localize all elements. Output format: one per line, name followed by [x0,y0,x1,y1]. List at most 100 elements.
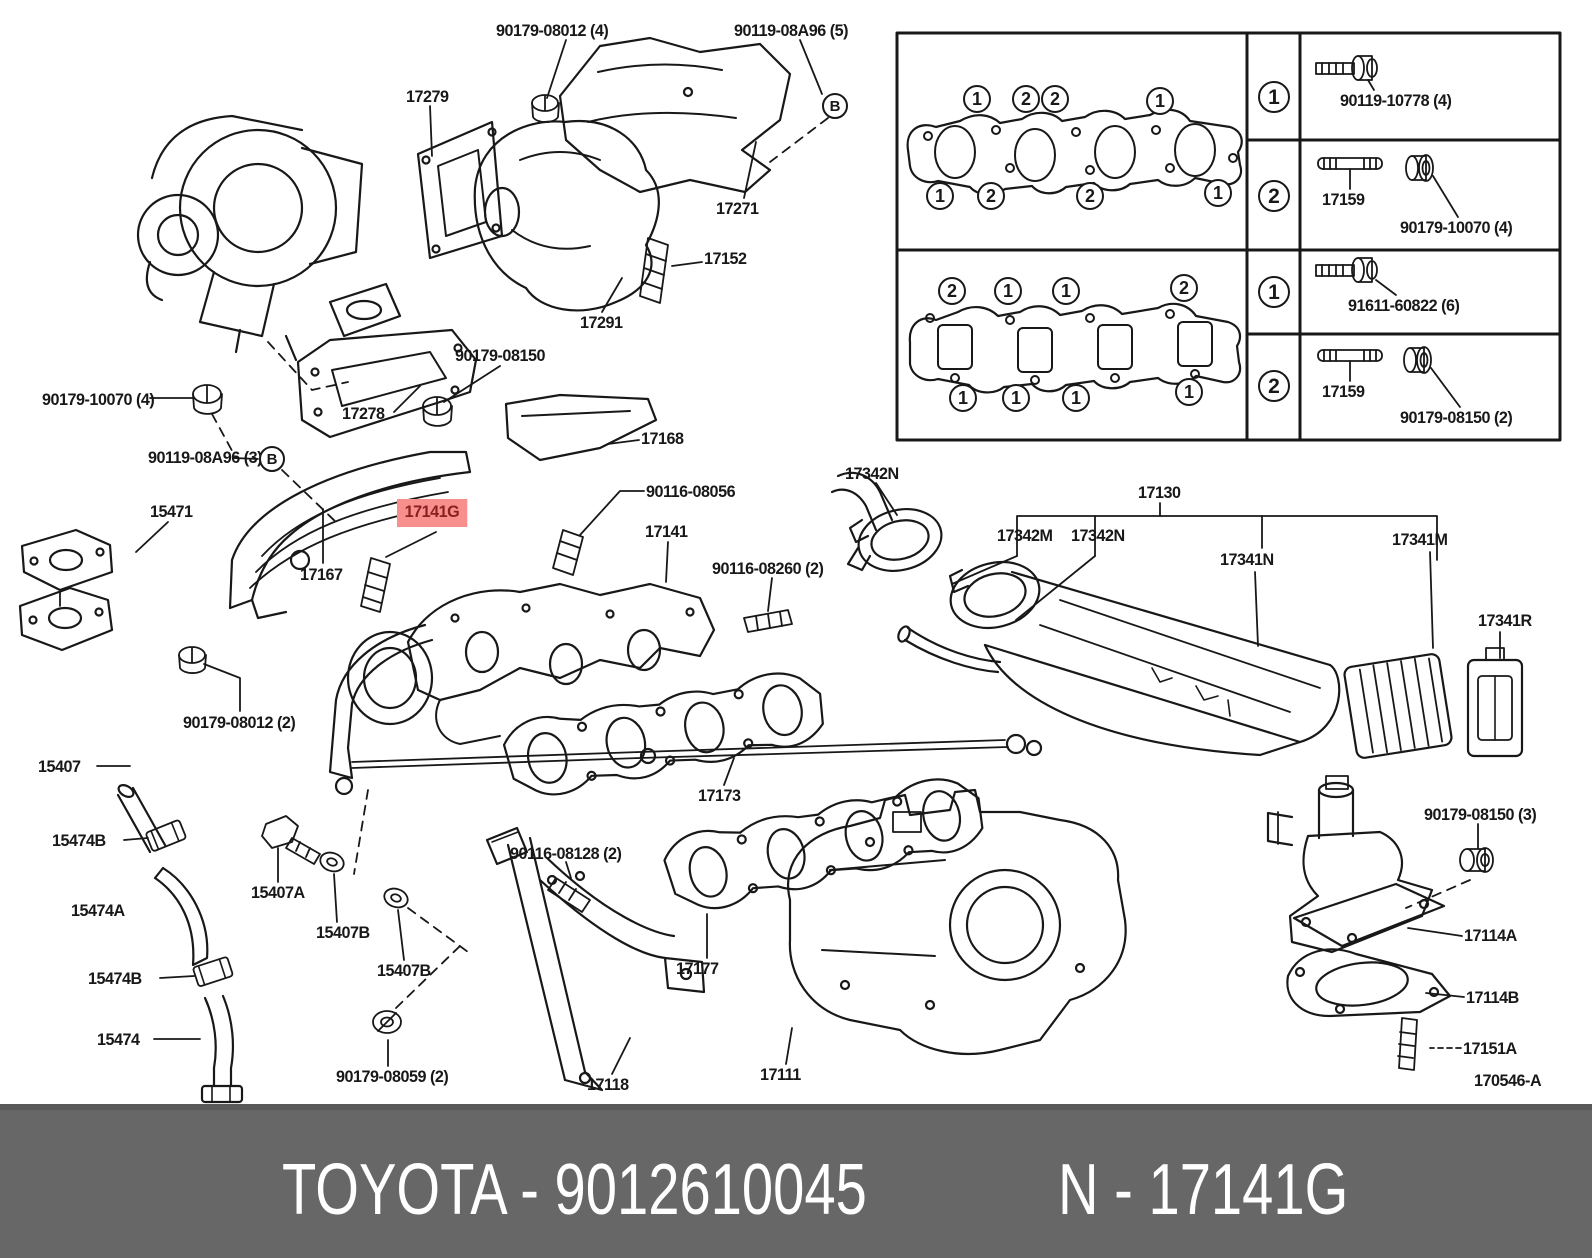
nut-90179-08012-2 [178,646,207,674]
circled-number-callout: 2 [1012,85,1040,113]
circled-number-callout: 1 [926,182,954,210]
small-hardware-drawings [178,94,1494,1071]
heat-insulator-17168-drawing [504,393,658,462]
part-number-label: 90179-08012 (4) [496,21,609,40]
circled-letter-callout: B [259,446,285,472]
part-number-label: 17279 [406,87,449,106]
part-number-label: 90179-08150 (3) [1424,805,1537,824]
flange-nut-icon [1405,154,1459,218]
part-number-label: 17159 [1322,190,1365,209]
stud-bolt-icon [1317,349,1383,382]
heat-insulator-17271-drawing [558,36,792,194]
part-number-label: 170546-A [1474,1071,1542,1090]
water-outlet-gasket-17114b-drawing [1286,948,1452,1018]
circled-number-callout: 2 [977,182,1005,210]
circled-number-callout: 1 [994,277,1022,305]
hardware-reference-table [895,31,1562,442]
stud-90116-08128 [547,877,591,913]
part-number-label: 15407A [251,883,305,902]
clamp-17342n-front [846,508,943,572]
part-number-label: 17341R [1478,611,1532,630]
manifold-stay-17118-drawing [485,826,706,1092]
highlighted-part-number-label: 17141G [397,499,467,527]
nut-90179-08150-top [422,396,453,427]
exhaust-manifold-17141-drawing [346,582,716,745]
nut-90179-08012-4 [531,94,560,123]
part-number-label: 17151A [1463,1039,1517,1058]
part-number-label: 17173 [698,786,741,805]
banner-reference-code: N - 17141G [1058,1150,1349,1230]
nut-90179-08059 [372,1010,402,1034]
part-number-label: 17152 [704,249,747,268]
circled-number-callout: 2 [1076,182,1104,210]
water-outlet-17114a-drawing [1266,775,1446,954]
stud-90116-08056 [552,529,584,576]
part-number-label: 90179-10070 (4) [42,390,155,409]
part-number-label: 90116-08128 (2) [510,844,622,863]
part-number-label: 15474A [71,901,125,920]
part-number-label: 91611-60822 (6) [1348,296,1460,315]
circled-number-callout: 2 [1041,85,1069,113]
nut-90179-08150-3 [1459,847,1494,873]
part-number-label: 17114B [1466,988,1519,1007]
part-number-label: 90119-08A96 (5) [734,21,849,40]
banner-brand-and-part-number: TOYOTA - 9012610045 [282,1150,867,1230]
part-number-label: 17168 [641,429,684,448]
flange-nut-icon [1403,346,1461,408]
part-number-label: 90179-08150 (2) [1400,408,1513,427]
part-number-label: 15471 [150,502,193,521]
part-number-label: 90116-08260 (2) [712,559,824,578]
circled-number-callout: 2 [938,277,966,305]
circled-number-callout: 1 [1258,81,1290,113]
washer-15407b-1 [319,851,345,873]
circled-number-callout: 1 [1052,277,1080,305]
circled-number-callout: 2 [1258,180,1290,212]
part-number-label: 15474B [88,969,142,988]
part-number-label: 17271 [716,199,759,218]
circled-number-callout: 1 [963,85,991,113]
oil-pipe-gaskets-15471-drawing [18,528,114,652]
circled-number-callout: 1 [1062,384,1090,412]
front-exhaust-pipe-17130-drawing [830,471,1524,759]
circled-number-callout: 2 [1170,274,1198,302]
part-number-label: 17342N [845,464,899,483]
flange-bolt-icon [1315,257,1397,296]
part-number-label: 17341M [1392,530,1448,549]
part-number-label: 17278 [342,404,385,423]
dashed-leader-lines [211,117,1471,1009]
stud-17151a [1397,1017,1418,1071]
leader-lines [96,39,1501,1075]
flange-bolt-icon [1315,55,1378,91]
part-number-label: 17159 [1322,382,1365,401]
part-number-label: 17342M [997,526,1053,545]
part-number-label: 17118 [587,1075,629,1094]
circled-number-callout: 2 [1258,370,1290,402]
part-number-label: 90119-08A96 (3) [148,448,263,467]
part-number-label: 17342N [1071,526,1125,545]
nut-90179-10070-4 [192,384,223,415]
circled-number-callout: 1 [1204,179,1232,207]
part-number-label: 17291 [580,313,623,332]
stud-90116-08260 [743,609,793,633]
footer-banner: TOYOTA - 9012610045 N - 17141G [0,1104,1592,1258]
part-number-label: 17141 [645,522,688,541]
part-number-label: 17167 [300,565,343,584]
part-number-label: 15407B [377,961,431,980]
part-number-label: 17130 [1138,483,1181,502]
intake-manifold-17111-drawing [787,788,1127,1056]
turbo-outlet-gasket-drawing [296,328,478,439]
circled-number-callout: 1 [949,384,977,412]
part-number-label: 17114A [1464,926,1517,945]
circled-number-callout: 1 [1002,384,1030,412]
water-hose-pipes-drawing [116,784,244,1104]
circled-number-callout: 1 [1258,276,1290,308]
part-number-label: 17177 [676,959,719,978]
circled-letter-callout: B [822,93,848,119]
part-number-label: 15407B [316,923,370,942]
part-number-label: 90179-08059 (2) [336,1067,449,1086]
turbocharger-drawing [136,114,402,362]
stud-bolt-icon [1317,157,1383,190]
manifold-gasket-17173-drawing [502,672,824,796]
part-number-label: 90179-10070 (4) [1400,218,1513,237]
